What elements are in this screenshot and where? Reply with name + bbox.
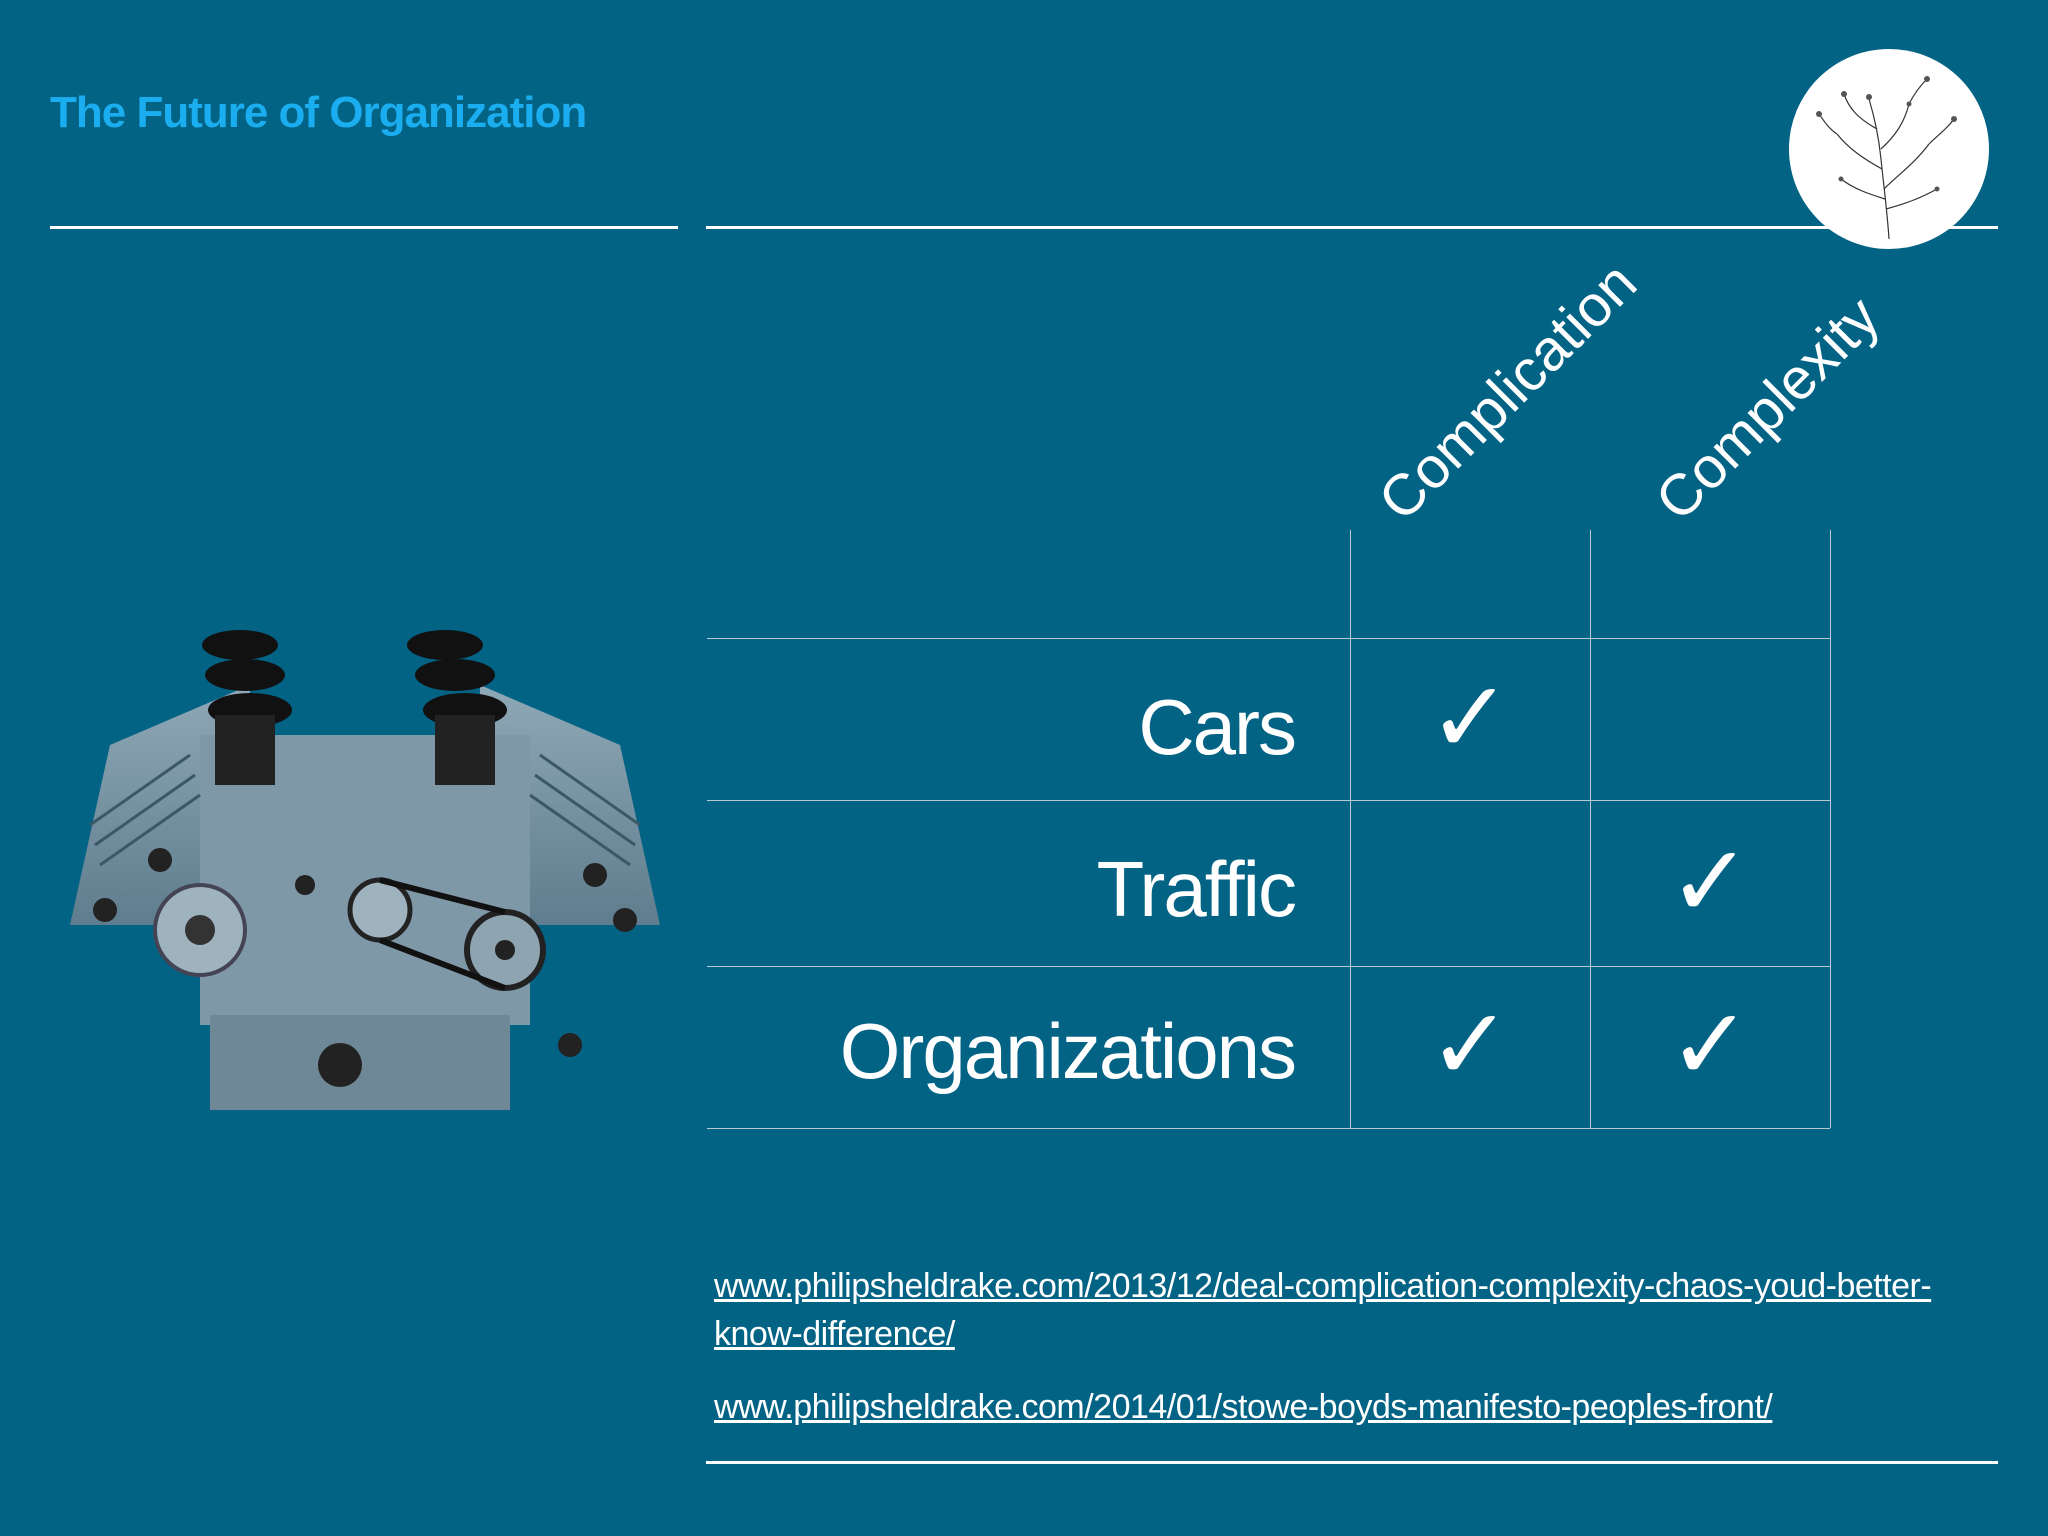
reference-link[interactable]: www.philipsheldrake.com/2014/01/stowe-bo… [714,1388,1773,1426]
engine-image [50,625,680,1125]
grid-line-horizontal [707,1128,1830,1129]
grid-line-horizontal [707,966,1830,967]
check-icon-cars-complication: ✓ [1428,659,1512,776]
grid-line-horizontal [707,638,1830,639]
reference-link[interactable]: www.philipsheldrake.com/2013/12/deal-com… [714,1267,1932,1353]
check-icon-traffic-complexity: ✓ [1668,823,1752,940]
slide-title: The Future of Organization [50,88,587,137]
header-rule-left [50,226,678,229]
row-label-cars: Cars [1138,683,1297,771]
check-icon-organizations-complication: ✓ [1428,986,1512,1103]
header-rule-right [706,226,1998,229]
grid-line-horizontal [707,800,1830,801]
row-label-traffic: Traffic [1096,845,1297,933]
grid-line-vertical [1830,530,1831,1128]
check-icon-organizations-complexity: ✓ [1668,986,1752,1103]
row-label-organizations: Organizations [839,1007,1297,1095]
plant-sketch-icon [1789,49,1989,249]
grid-line-vertical [1590,530,1591,1128]
column-header-complexity: Complexity [1643,284,1892,534]
column-header-complication: Complication [1366,250,1650,534]
grid-line-vertical [1350,530,1351,1128]
footer-rule [706,1461,1998,1464]
